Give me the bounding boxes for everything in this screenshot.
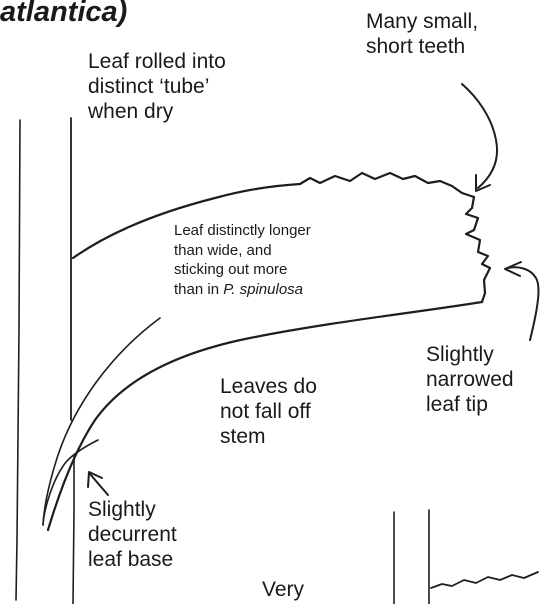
annotation-line: short teeth <box>366 35 478 60</box>
annotation-line: decurrent <box>88 523 177 548</box>
leaf-toothed-tip <box>466 197 490 302</box>
annotation-leaves-do-not-fall: Leaves do not fall off stem <box>220 375 317 449</box>
species-name: P. spinulosa <box>223 281 303 298</box>
lower-leaf-fragment <box>431 572 538 588</box>
left-edge-stem-line <box>16 120 20 600</box>
annotation-line: than in P. spinulosa <box>174 280 311 300</box>
annotation-line: Leaf rolled into <box>88 50 226 75</box>
annotation-line: distinct ‘tube’ <box>88 75 226 100</box>
annotation-line: Slightly <box>426 343 514 368</box>
arrow-narrowed-tip <box>508 267 538 340</box>
annotation-line: Many small, <box>366 10 478 35</box>
annotation-line: not fall off <box>220 400 317 425</box>
annotation-line: than wide, and <box>174 241 311 261</box>
annotation-line: Slightly <box>88 498 177 523</box>
annotation-text: than in <box>174 281 223 298</box>
arrow-teeth <box>462 84 497 188</box>
annotation-slightly-narrowed: Slightly narrowed leaf tip <box>426 343 514 417</box>
annotation-slightly-decurrent: Slightly decurrent leaf base <box>88 498 177 572</box>
annotation-very: Very <box>262 578 304 603</box>
annotation-line: stem <box>220 425 317 450</box>
annotation-leaf-longer: Leaf distinctly longer than wide, and st… <box>174 221 311 299</box>
annotation-line: leaf base <box>88 548 177 573</box>
annotation-line: Leaves do <box>220 375 317 400</box>
arrowhead-narrowed-tip <box>505 262 521 276</box>
annotation-line: sticking out more <box>174 260 311 280</box>
annotation-line: leaf tip <box>426 393 514 418</box>
annotation-line: when dry <box>88 100 226 125</box>
annotation-line: narrowed <box>426 368 514 393</box>
annotation-line: Leaf distinctly longer <box>174 221 311 241</box>
annotation-leaf-rolled: Leaf rolled into distinct ‘tube’ when dr… <box>88 50 226 124</box>
heading-fragment: atlantica) <box>0 0 127 27</box>
annotation-many-small-teeth: Many small, short teeth <box>366 10 478 60</box>
stem-inner-line <box>73 455 74 604</box>
